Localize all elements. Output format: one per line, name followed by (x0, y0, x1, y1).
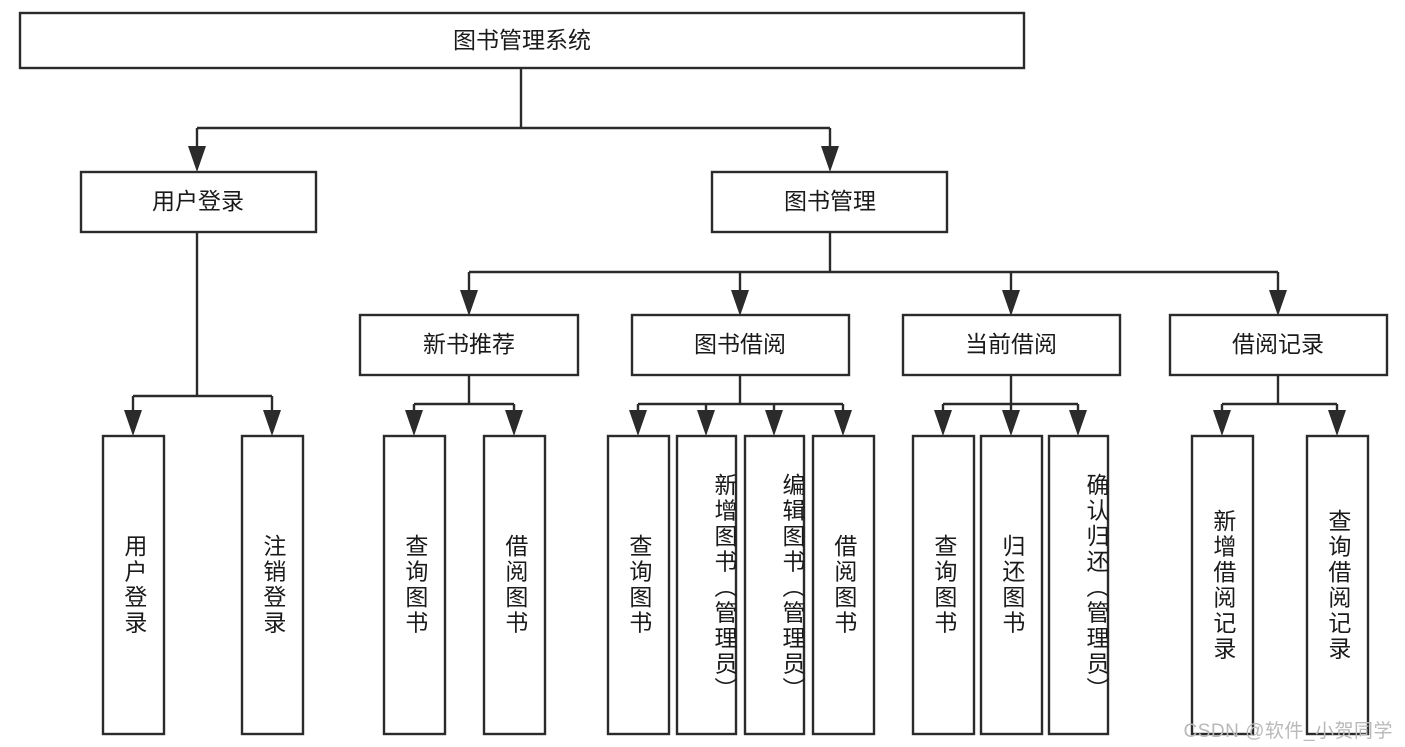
node-borrow-record-label: 借阅记录 (1232, 331, 1324, 357)
csdn-watermark: CSDN @软件_小贺同学 (1183, 721, 1393, 742)
leaf-query-record-box[interactable] (1305, 434, 1370, 736)
node-book-borrow-box[interactable] (630, 313, 851, 377)
leaf-return-book-box[interactable] (979, 434, 1044, 736)
arrow-leaf-query-book-1 (405, 410, 423, 436)
arrow-bookborrow (731, 290, 749, 316)
leaf-edit-book-box[interactable] (743, 434, 806, 736)
arrow-leaf-query-book-2 (629, 410, 647, 436)
node-root-label: 图书管理系统 (453, 27, 591, 53)
leaf-add-record-box[interactable] (1190, 434, 1255, 736)
arrow-currentborrow (1002, 290, 1020, 316)
nodes-group (18, 11, 1389, 736)
node-book-manage-label: 图书管理 (784, 188, 876, 214)
node-user-login-box[interactable] (79, 170, 318, 234)
leaf-query-book-3-box[interactable] (911, 434, 976, 736)
node-borrow-record-box[interactable] (1168, 313, 1389, 377)
arrow-leaf-add-record (1213, 410, 1231, 436)
node-new-book-recommend-label: 新书推荐 (423, 331, 515, 357)
leaf-borrow-book-1-box[interactable] (482, 434, 547, 736)
node-current-borrow-label: 当前借阅 (965, 331, 1057, 357)
arrow-book-manage (821, 146, 839, 172)
leaf-user-login-box[interactable] (101, 434, 166, 736)
arrow-leaf-add-book (697, 410, 715, 436)
node-root-box[interactable] (18, 11, 1026, 70)
node-new-book-recommend-box[interactable] (358, 313, 580, 377)
leaf-add-book-box[interactable] (675, 434, 738, 736)
connectors-group (124, 68, 1346, 436)
leaf-borrow-book-2-box[interactable] (811, 434, 876, 736)
arrow-leaf-logout (263, 410, 281, 436)
arrow-user-login (188, 146, 206, 172)
leaf-query-book-2-box[interactable] (606, 434, 671, 736)
node-book-borrow-label: 图书借阅 (694, 331, 786, 357)
arrow-leaf-edit-book (765, 410, 783, 436)
arrow-borrowrecord (1269, 290, 1287, 316)
leaf-confirm-return-box[interactable] (1047, 434, 1110, 736)
node-book-manage-box[interactable] (710, 170, 949, 234)
arrow-leaf-query-record (1328, 410, 1346, 436)
leaf-logout-box[interactable] (240, 434, 305, 736)
node-current-borrow-box[interactable] (901, 313, 1122, 377)
arrow-leaf-return-book (1002, 410, 1020, 436)
node-user-login-label: 用户登录 (152, 188, 244, 214)
arrow-leaf-confirm-return (1069, 410, 1087, 436)
arrow-leaf-borrow-book-2 (834, 410, 852, 436)
arrow-leaf-borrow-book-1 (505, 410, 523, 436)
arrow-newbook (460, 290, 478, 316)
arrow-leaf-user-login (124, 410, 142, 436)
arrow-leaf-query-book-3 (934, 410, 952, 436)
leaf-query-book-1-box[interactable] (382, 434, 447, 736)
horizontal-labels-group: 图书管理系统 用户登录 图书管理 新书推荐 图书借阅 当前借阅 借阅记录 (152, 27, 1324, 357)
